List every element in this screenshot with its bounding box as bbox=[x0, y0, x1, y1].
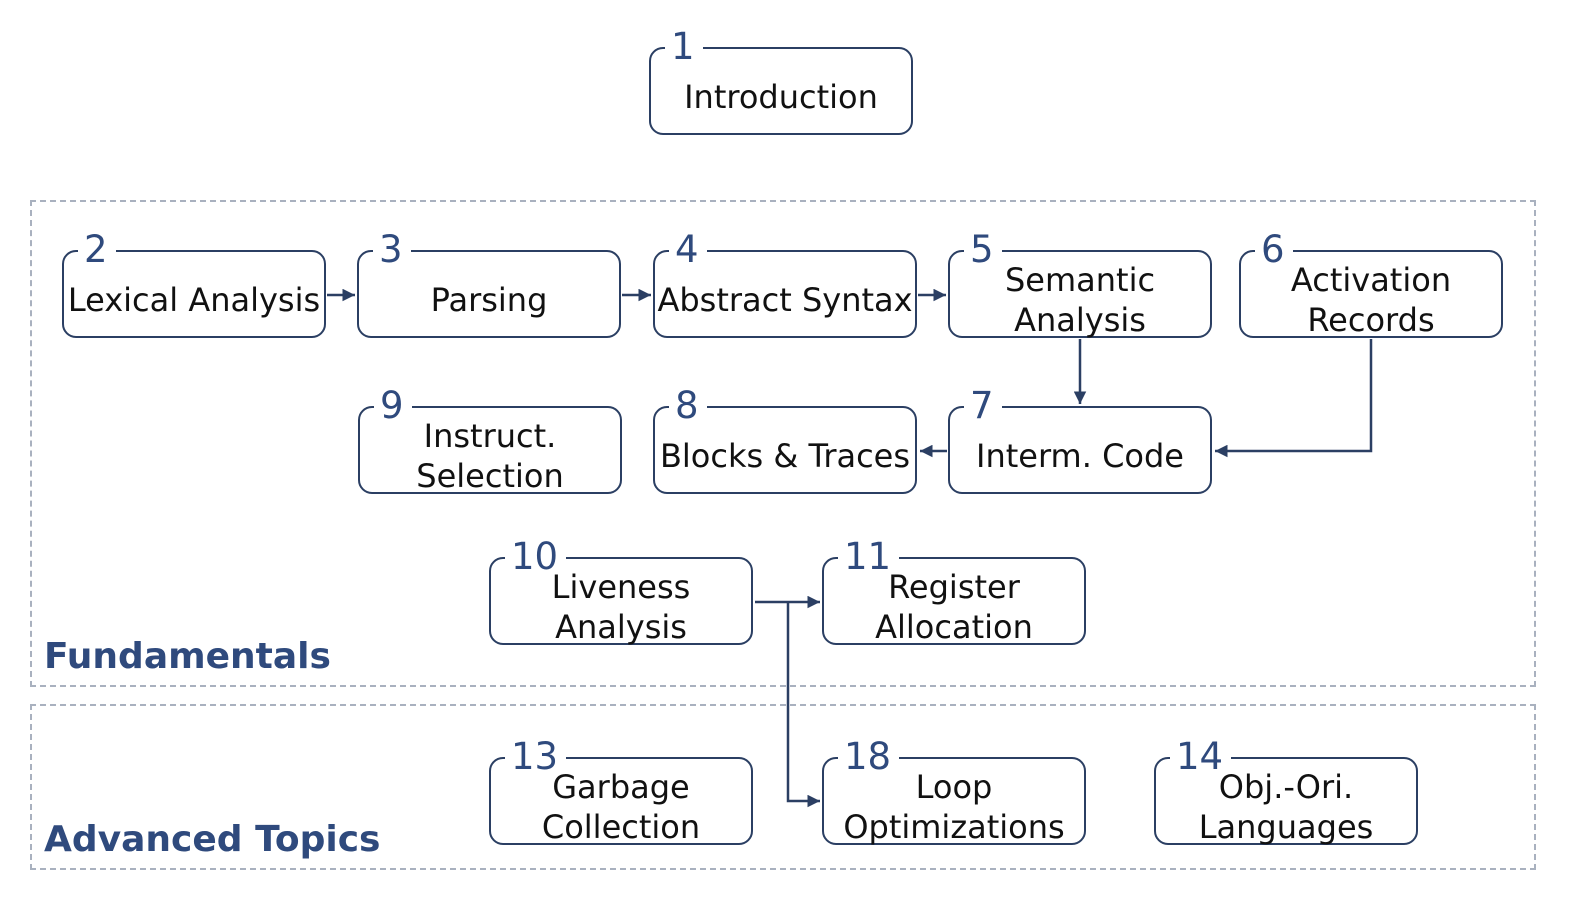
chapter-7-number: 7 bbox=[964, 386, 1002, 426]
chapter-13-title-line2: Collection bbox=[541, 808, 701, 846]
chapter-5-number: 5 bbox=[964, 230, 1002, 270]
chapter-18-title-line1: Loop bbox=[915, 768, 993, 806]
chapter-14-number: 14 bbox=[1170, 737, 1232, 777]
advanced-topics-label: Advanced Topics bbox=[44, 819, 381, 860]
chapter-1-number: 1 bbox=[665, 27, 703, 67]
edge-6-to-7 bbox=[1215, 339, 1373, 458]
chapter-8-blocks-traces: 8 Blocks & Traces bbox=[653, 386, 917, 494]
chapter-2-number: 2 bbox=[78, 230, 116, 270]
chapter-2-title: Lexical Analysis bbox=[67, 281, 321, 319]
chapter-11-title-line2: Allocation bbox=[875, 608, 1033, 646]
chapter-3-parsing: 3 Parsing bbox=[357, 230, 621, 338]
chapter-6-title-line2: Records bbox=[1307, 301, 1435, 339]
chapter-6-activation-records: 6 Activation Records bbox=[1239, 230, 1503, 339]
chapter-7-intermediate-code: 7 Interm. Code bbox=[948, 386, 1212, 494]
chapter-2-lexical-analysis: 2 Lexical Analysis bbox=[62, 230, 326, 338]
chapter-18-title-line2: Optimizations bbox=[843, 808, 1065, 846]
chapter-3-number: 3 bbox=[373, 230, 411, 270]
advanced-topics-group: Advanced Topics bbox=[30, 704, 1536, 870]
chapter-9-title-line1: Instruct. bbox=[423, 417, 557, 455]
chapter-6-number: 6 bbox=[1255, 230, 1293, 270]
chapter-13-title-line1: Garbage bbox=[552, 768, 690, 806]
chapter-3-title: Parsing bbox=[430, 281, 548, 319]
chapter-8-number: 8 bbox=[669, 386, 707, 426]
chapter-5-semantic-analysis: 5 Semantic Analysis bbox=[948, 230, 1212, 339]
chapter-6-title-line1: Activation bbox=[1290, 261, 1452, 299]
edge-10-to-18 bbox=[786, 602, 820, 808]
chapter-14-title-line2: Languages bbox=[1198, 808, 1374, 846]
chapter-18-loop-optimizations: 18 Loop Optimizations bbox=[822, 737, 1086, 846]
chapter-9-instruction-selection: 9 Instruct. Selection bbox=[358, 386, 622, 495]
fundamentals-group: Fundamentals bbox=[30, 200, 1536, 687]
chapter-9-number: 9 bbox=[374, 386, 412, 426]
chapter-14-title-line1: Obj.-Ori. bbox=[1218, 768, 1354, 806]
chapter-10-title-line2: Analysis bbox=[555, 608, 687, 646]
chapter-4-number: 4 bbox=[669, 230, 707, 270]
chapter-11-register-allocation: 11 Register Allocation bbox=[822, 537, 1086, 646]
chapter-18-number: 18 bbox=[838, 737, 900, 777]
chapter-5-title-line2: Analysis bbox=[1014, 301, 1146, 339]
chapter-11-title-line1: Register bbox=[888, 568, 1020, 606]
chapter-8-title: Blocks & Traces bbox=[659, 437, 911, 475]
chapter-14-object-oriented-languages: 14 Obj.-Ori. Languages bbox=[1154, 737, 1418, 846]
chapter-11-number: 11 bbox=[838, 537, 900, 577]
chapter-1-title: Introduction bbox=[684, 78, 878, 116]
chapter-9-title-line2: Selection bbox=[416, 457, 564, 495]
chapter-4-abstract-syntax: 4 Abstract Syntax bbox=[653, 230, 917, 338]
fundamentals-label: Fundamentals bbox=[44, 636, 331, 677]
chapter-13-number: 13 bbox=[505, 737, 567, 777]
chapter-10-title-line1: Liveness bbox=[551, 568, 691, 606]
chapter-7-title: Interm. Code bbox=[976, 437, 1184, 475]
chapter-5-title-line1: Semantic bbox=[1004, 261, 1156, 299]
chapter-4-title: Abstract Syntax bbox=[657, 281, 913, 319]
chapter-13-garbage-collection: 13 Garbage Collection bbox=[489, 737, 753, 846]
chapter-10-number: 10 bbox=[505, 537, 567, 577]
chapter-10-liveness-analysis: 10 Liveness Analysis bbox=[489, 537, 753, 646]
chapter-1-introduction: 1 Introduction bbox=[649, 27, 913, 135]
